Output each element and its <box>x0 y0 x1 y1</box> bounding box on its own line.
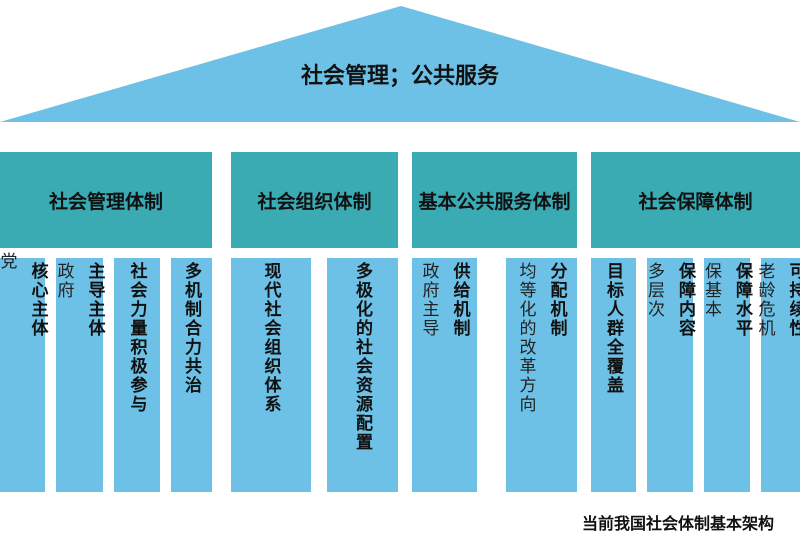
pillar-bold-text: 核心主体 <box>27 262 48 338</box>
pillar-content: 保障内容 多层次 <box>644 258 695 492</box>
section-header-social-security: 社会保障体制 <box>591 152 800 248</box>
section-header-social-organization: 社会组织体制 <box>231 152 398 248</box>
pillar-bold-text: 可持续性 <box>785 262 800 338</box>
pillar-target-coverage: 目标人群全覆盖 <box>591 258 636 492</box>
pillar-bold-text: 多极化的社会资源配置 <box>352 262 372 452</box>
pillar-normal-text: 均等化的改革方向 <box>515 262 536 414</box>
pillar-bold-text: 保障内容 <box>675 262 695 338</box>
pillar-modern-organization: 现代社会组织体系 <box>231 258 311 492</box>
pillar-bold-text: 多机制合力共治 <box>181 262 201 395</box>
section-header-public-service: 基本公共服务体制 <box>412 152 577 248</box>
roof-title: 社会管理；公共服务 <box>300 64 499 89</box>
roof-triangle <box>0 6 800 122</box>
pillar-normal-text: 保基本 <box>701 262 721 319</box>
pillar-social-forces: 社会力量积极参与 <box>114 258 160 492</box>
pillar-normal-text: 多层次 <box>644 262 664 319</box>
pillar-core-subject: 核心主体 党 <box>0 252 48 492</box>
pillar-normal-text: 老龄危机 <box>754 262 775 338</box>
pillar-multi-mechanism: 多机制合力共治 <box>171 258 212 492</box>
pillar-distribution-mechanism: 分配机制 均等化的改革方向 <box>506 258 577 492</box>
section-header-social-management: 社会管理体制 <box>0 152 212 248</box>
pillar-bold-text: 分配机制 <box>546 262 567 338</box>
pillar-supply-mechanism: 供给机制 政府主导 <box>412 258 477 492</box>
pillar-bold-text: 供给机制 <box>449 262 470 338</box>
pillar-bold-text: 现代社会组织体系 <box>260 262 281 414</box>
pillar-resource-allocation: 多极化的社会资源配置 <box>327 258 398 492</box>
pillar-normal-text: 政府主导 <box>418 262 439 338</box>
pillar-bold-text: 主导主体 <box>84 262 105 338</box>
pillar-bold-text: 目标人群全覆盖 <box>603 262 623 395</box>
pillar-leading-subject: 主导主体 政府 <box>54 258 105 492</box>
pillar-sustainability: 可持续性 老龄危机 <box>755 258 800 492</box>
pillar-bold-text: 社会力量积极参与 <box>126 262 147 414</box>
pillar-normal-text: 政府 <box>53 262 74 300</box>
pillar-level: 保障水平 保基本 <box>701 258 752 492</box>
pillar-bold-text: 保障水平 <box>732 262 752 338</box>
roof <box>0 6 800 122</box>
pillar-normal-text: 党 <box>0 252 17 271</box>
diagram-caption: 当前我国社会体制基本架构 <box>581 514 774 533</box>
